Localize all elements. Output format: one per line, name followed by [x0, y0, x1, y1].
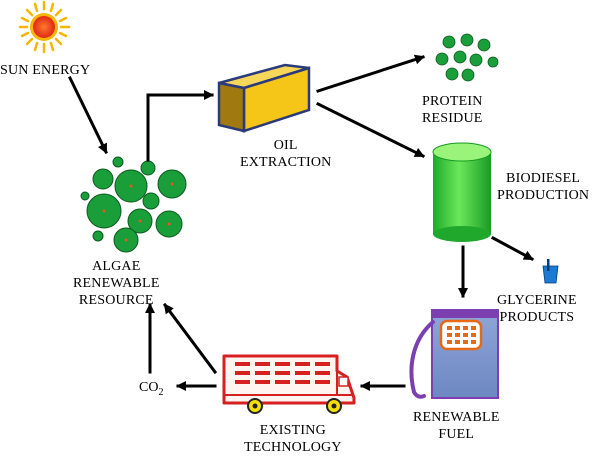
- label-biodiesel-production: BIODIESEL PRODUCTION: [497, 171, 590, 203]
- arrow-algae-to-extraction: [146, 90, 214, 162]
- fuel-pump-icon: [409, 309, 499, 399]
- truck-icon: [222, 354, 356, 414]
- label-sun-energy: SUN ENERGY: [0, 63, 91, 78]
- label-glycerine-products: GLYCERINE PRODUCTS: [497, 293, 577, 325]
- algae-cells-icon: [80, 156, 187, 253]
- label-protein-residue: PROTEIN RESIDUE: [422, 94, 483, 126]
- label-existing-technology: EXISTING TECHNOLOGY: [244, 423, 342, 455]
- arrow-extraction-to-protein: [316, 54, 425, 93]
- label-oil-extraction: OIL EXTRACTION: [240, 138, 332, 170]
- label-renewable-fuel: RENEWABLE FUEL: [413, 410, 500, 442]
- co2-main-text: CO: [139, 380, 159, 395]
- sun-icon: [18, 0, 71, 54]
- arrow-truck-to-algae: [162, 302, 218, 375]
- extraction-box-icon: [217, 63, 311, 133]
- biodiesel-tank-icon: [432, 142, 492, 242]
- arrow-extraction-to-biodiesel: [315, 101, 426, 159]
- arrow-biodiesel-to-glycerine: [490, 235, 535, 262]
- label-co2: CO2: [139, 379, 163, 401]
- protein-residue-icon: [435, 33, 499, 82]
- algae-dots: [102, 182, 174, 242]
- co2-subscript: 2: [158, 386, 164, 398]
- label-algae-renewable-resource: ALGAE RENEWABLE RESOURCE: [73, 259, 160, 308]
- truck-wheels: [247, 398, 342, 414]
- arrow-sun-to-algae: [67, 75, 109, 155]
- glycerine-cup-icon: [542, 259, 559, 284]
